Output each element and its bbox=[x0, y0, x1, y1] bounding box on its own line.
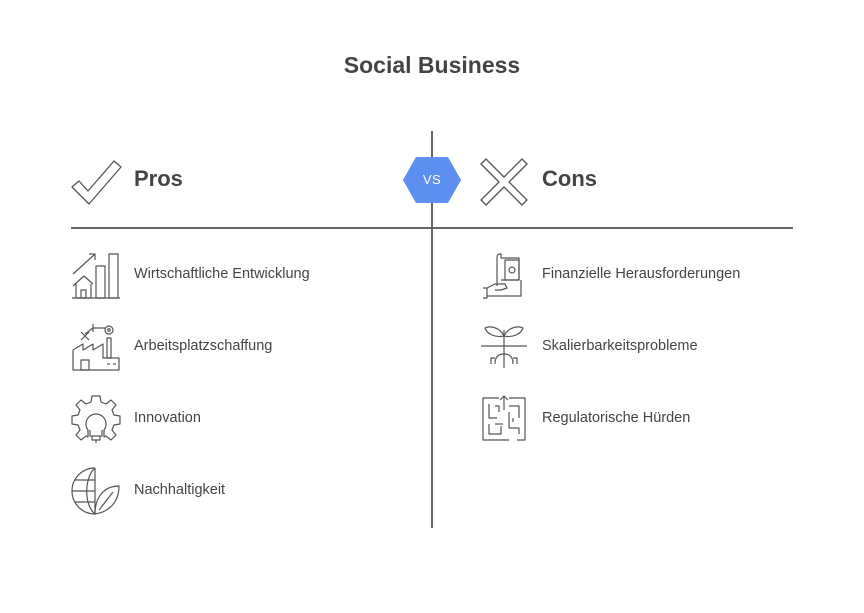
vs-label: VS bbox=[422, 172, 442, 187]
maze-icon bbox=[479, 394, 529, 444]
checkmark-icon bbox=[71, 158, 121, 208]
cons-item-label: Regulatorische Hürden bbox=[542, 410, 691, 426]
vs-badge bbox=[403, 157, 461, 203]
hand-money-icon bbox=[479, 250, 529, 300]
pros-item-label: Wirtschaftliche Entwicklung bbox=[134, 266, 310, 282]
growth-chart-house-icon bbox=[71, 250, 121, 300]
cons-header-label: Cons bbox=[542, 166, 597, 191]
pros-item-label: Innovation bbox=[134, 410, 201, 426]
pros-header-label: Pros bbox=[134, 166, 183, 191]
cons-item-label: Finanzielle Herausforderungen bbox=[542, 266, 741, 282]
globe-leaf-icon bbox=[71, 466, 121, 516]
page-title: Social Business bbox=[343, 52, 521, 78]
cons-item-label: Skalierbarkeitsprobleme bbox=[542, 338, 698, 354]
pros-item-label: Nachhaltigkeit bbox=[134, 482, 226, 498]
gear-lightbulb-icon bbox=[71, 394, 121, 444]
vertical-divider bbox=[431, 131, 433, 528]
pros-item-label: Arbeitsplatzschaffung bbox=[134, 338, 273, 354]
horizontal-divider bbox=[71, 227, 793, 229]
factory-robot-arm-icon bbox=[71, 322, 121, 372]
cross-icon bbox=[479, 157, 529, 207]
sprout-roots-icon bbox=[479, 322, 529, 372]
